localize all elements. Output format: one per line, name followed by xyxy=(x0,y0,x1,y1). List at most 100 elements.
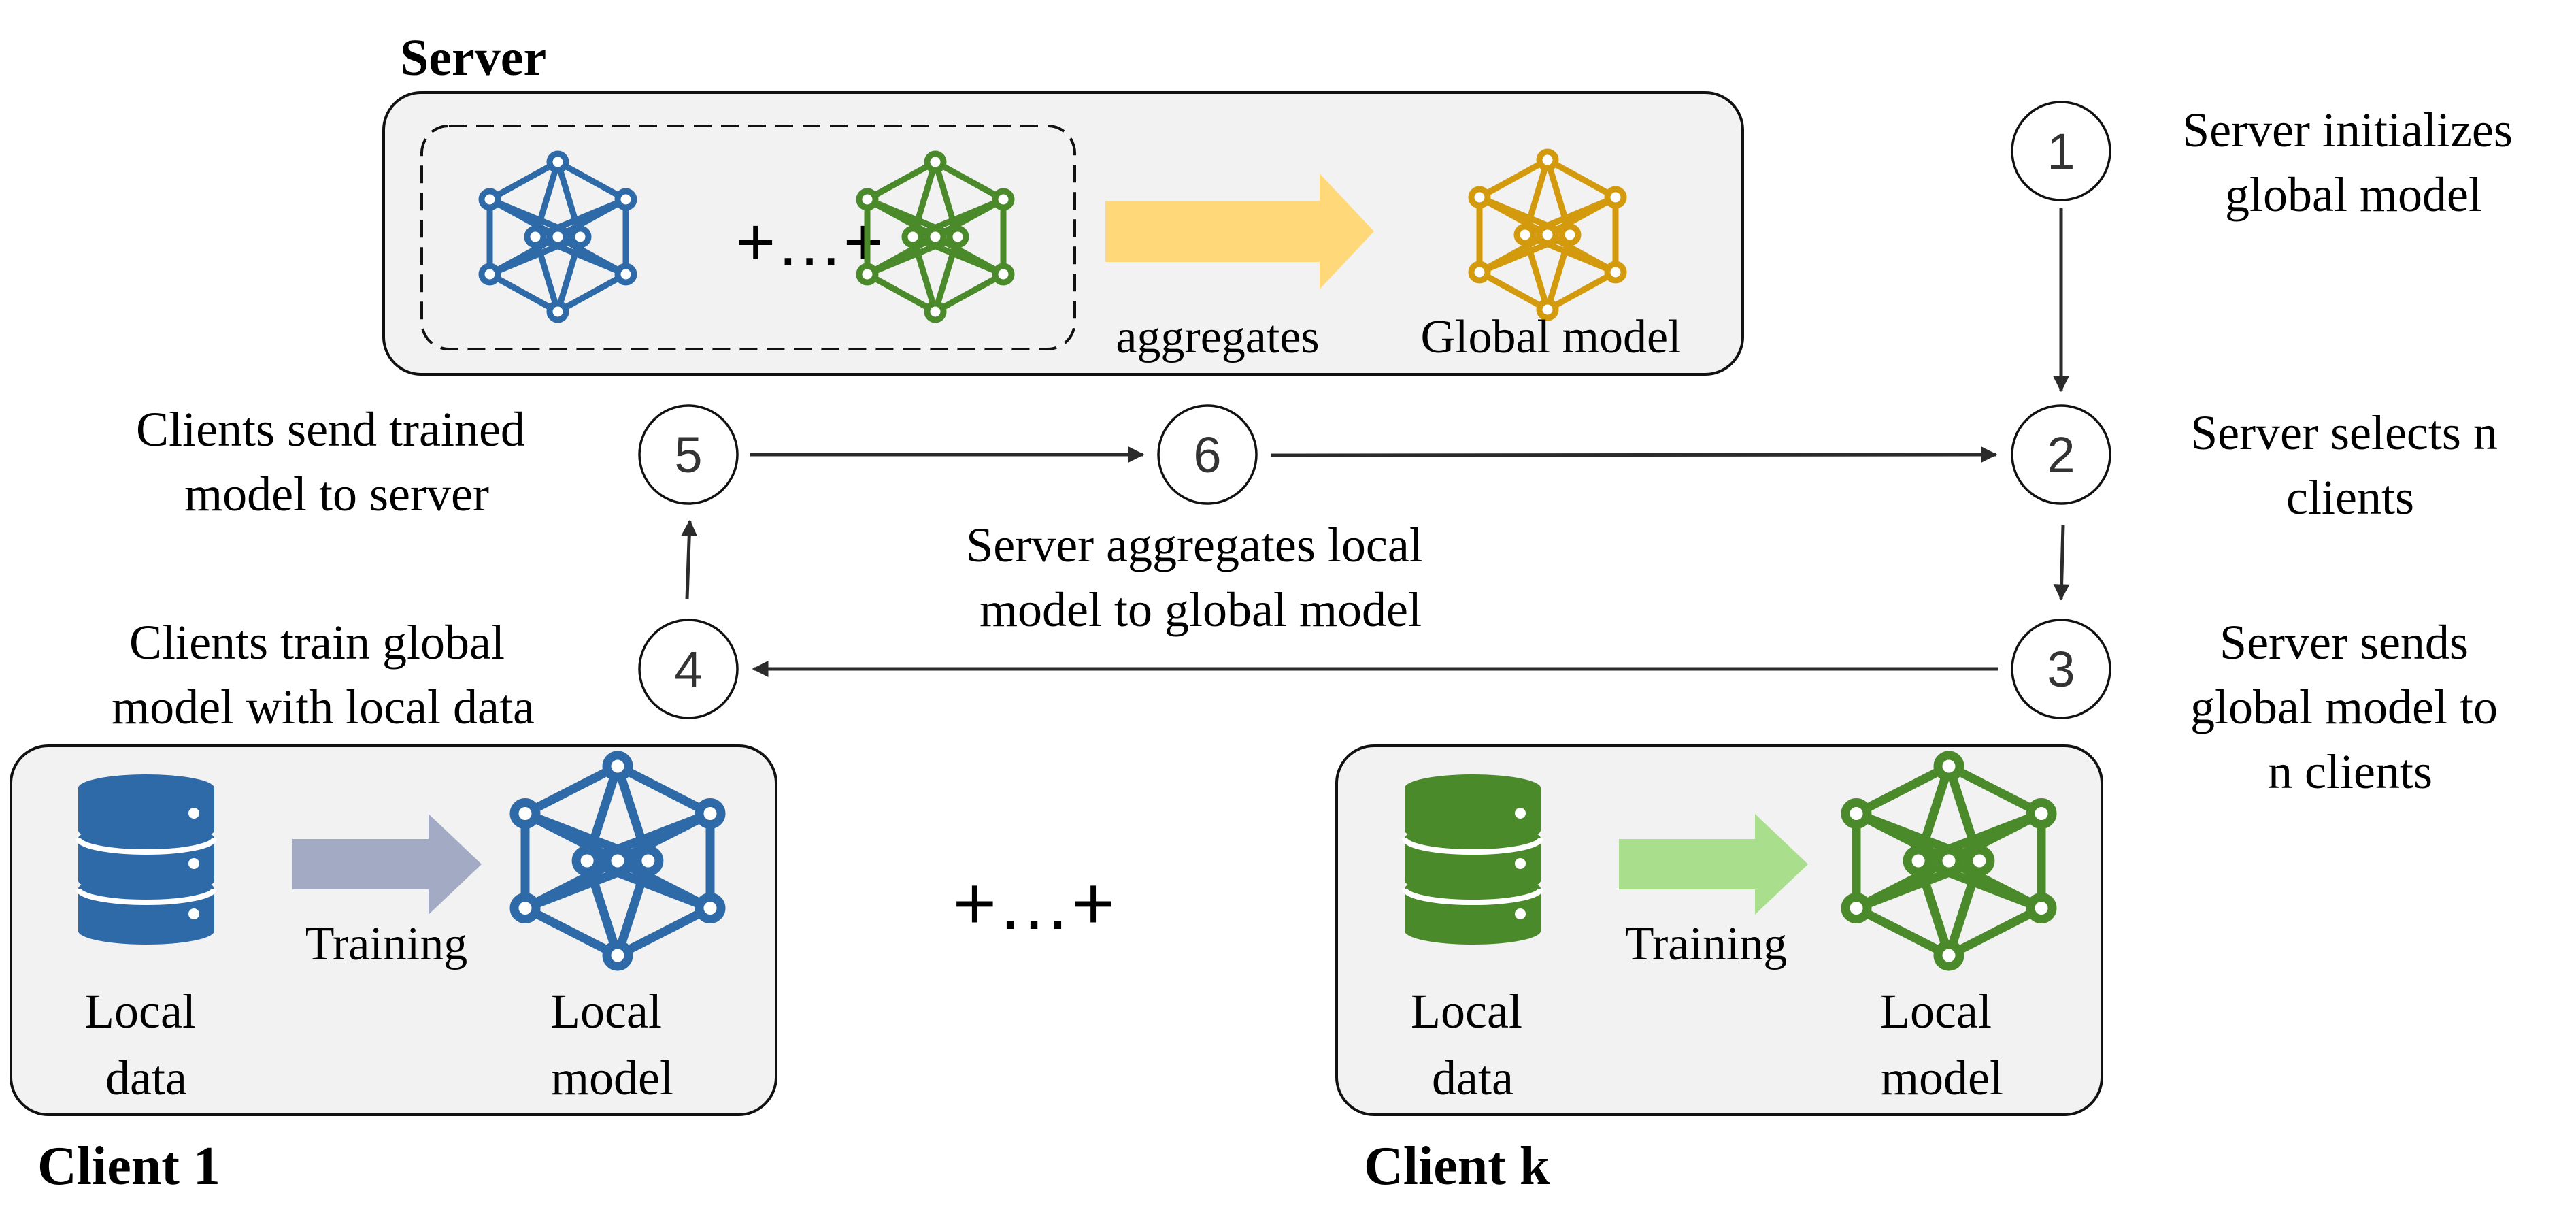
nn-node xyxy=(2026,798,2057,829)
client-k-training-label: Training xyxy=(1625,918,1788,970)
client-1-training-label: Training xyxy=(305,918,468,970)
nn-edge xyxy=(613,856,653,960)
nn-node xyxy=(924,225,947,248)
nn-node xyxy=(1964,845,1995,876)
step-circle-3: 3 xyxy=(2011,619,2111,719)
nn-edge xyxy=(1852,904,1954,960)
nn-edge xyxy=(486,159,561,203)
nn-edge xyxy=(520,761,622,818)
database-disc-separator xyxy=(1402,888,1543,905)
nn-edge xyxy=(1476,269,1551,313)
client-k-model-label: Local model xyxy=(1880,984,2004,1105)
nn-edge xyxy=(1913,856,1954,960)
nn-node xyxy=(1536,223,1559,246)
nn-edge xyxy=(554,159,629,203)
nn-node xyxy=(1841,798,1872,829)
nn-edge xyxy=(932,159,1007,203)
step-number: 3 xyxy=(2047,641,2075,697)
nn-node xyxy=(1536,298,1559,321)
neural-network-icon xyxy=(509,751,726,971)
database-led xyxy=(188,908,199,919)
nn-node xyxy=(695,798,726,829)
nn-node xyxy=(524,225,547,248)
nn-node xyxy=(946,225,969,248)
nn-node xyxy=(546,300,569,323)
step-1-description: Server initializes global model xyxy=(2182,103,2525,222)
training-block-arrow-icon xyxy=(292,814,482,915)
arrow-4-to-5 xyxy=(681,519,698,600)
nn-node xyxy=(856,188,879,211)
nn-node xyxy=(478,188,501,211)
nn-edge xyxy=(1944,761,2046,818)
neural-network-icon xyxy=(1841,751,2057,971)
nn-node xyxy=(695,893,726,923)
database-led xyxy=(1515,808,1526,819)
database-disc xyxy=(1405,825,1541,894)
database-disc xyxy=(78,774,214,844)
client-k-data-label: Local data xyxy=(1411,984,1535,1105)
nn-edge xyxy=(1944,856,1984,960)
nn-node xyxy=(1933,940,1964,971)
database-disc-separator xyxy=(76,838,217,855)
database-disc xyxy=(1405,774,1541,844)
nn-node xyxy=(478,263,501,286)
nn-node xyxy=(614,263,637,286)
nn-node xyxy=(633,845,664,876)
nn-node xyxy=(1468,186,1491,209)
nn-node xyxy=(602,751,633,782)
nn-node xyxy=(614,188,637,211)
nn-edge xyxy=(532,233,561,315)
nn-node xyxy=(602,940,633,971)
nn-edge xyxy=(613,761,715,818)
nn-edge xyxy=(932,271,1007,315)
step-circle-2: 2 xyxy=(2011,404,2111,505)
nn-node xyxy=(546,225,569,248)
nn-edge xyxy=(1852,761,1954,818)
nn-edge xyxy=(613,904,715,960)
nn-node xyxy=(924,300,947,323)
nn-edge xyxy=(932,233,961,315)
step-number: 2 xyxy=(2047,427,2075,483)
client-1-model-label: Local model xyxy=(550,984,674,1105)
nn-edge xyxy=(1522,231,1551,313)
server-title: Server xyxy=(400,29,546,86)
step-6-description: Server aggregates local model to global … xyxy=(966,518,1435,637)
step-number: 4 xyxy=(674,641,702,697)
nn-edge xyxy=(864,271,939,315)
nn-node xyxy=(2026,893,2057,923)
step-2-description: Server selects n clients xyxy=(2190,406,2510,525)
nn-node xyxy=(1933,845,1964,876)
nn-node xyxy=(924,150,947,174)
nn-edge xyxy=(1544,157,1619,201)
step-number: 6 xyxy=(1193,427,1221,483)
step-circle-4: 4 xyxy=(638,619,739,719)
nn-node xyxy=(571,845,603,876)
nn-node xyxy=(1558,223,1582,246)
nn-node xyxy=(509,893,541,923)
step-circle-5: 5 xyxy=(638,404,739,505)
client-k-title: Client k xyxy=(1364,1136,1550,1196)
neural-network-icon xyxy=(1468,148,1627,321)
database-icon xyxy=(76,774,217,945)
client-1-title: Client 1 xyxy=(37,1136,220,1196)
nn-node xyxy=(1933,751,1964,782)
nn-edge xyxy=(909,233,939,315)
arrow-2-to-3 xyxy=(2053,525,2070,601)
step-3-description: Server sends global model to n clients xyxy=(2190,615,2510,799)
nn-node xyxy=(1604,261,1627,284)
nn-edge xyxy=(582,856,622,960)
nn-node xyxy=(546,150,569,174)
nn-edge xyxy=(1476,157,1551,201)
step-number: 1 xyxy=(2047,123,2075,180)
nn-node xyxy=(569,225,592,248)
nn-edge xyxy=(1544,269,1619,313)
nn-node xyxy=(509,798,541,829)
nn-node xyxy=(1841,893,1872,923)
database-disc xyxy=(1405,875,1541,945)
database-disc-separator xyxy=(1402,838,1543,855)
nn-edge xyxy=(864,159,939,203)
nn-edge xyxy=(520,904,622,960)
database-disc xyxy=(78,875,214,945)
aggregate-label: aggregates xyxy=(1116,311,1319,363)
server-box xyxy=(382,91,1744,376)
